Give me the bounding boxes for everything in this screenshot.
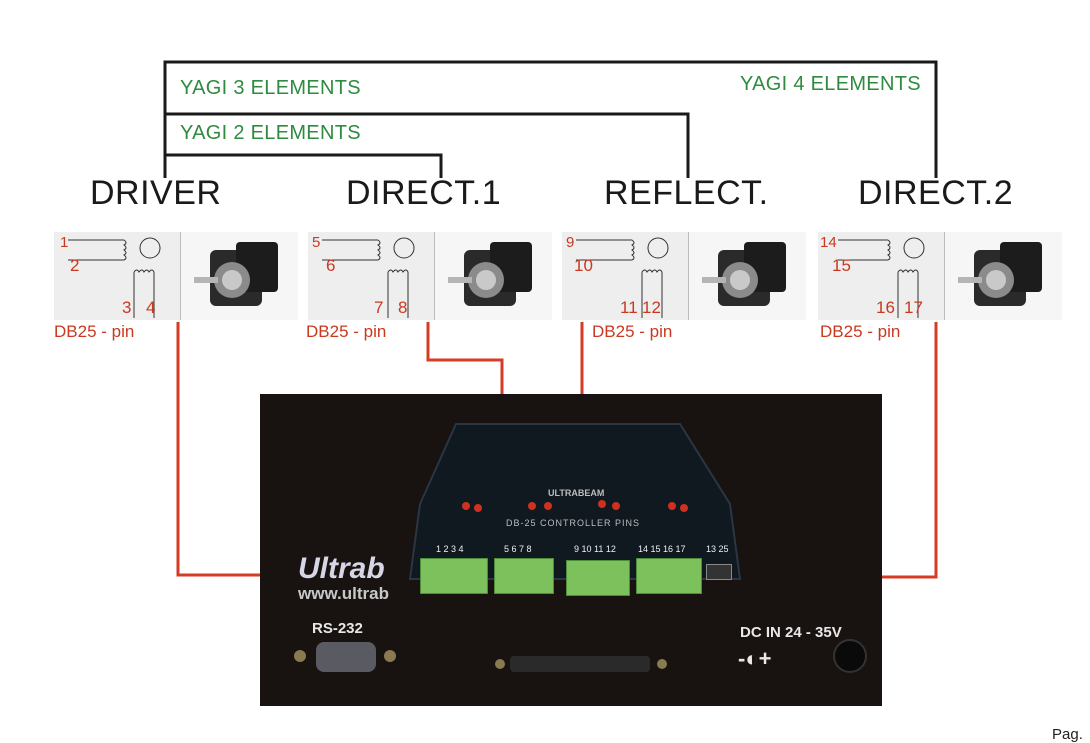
pin-label: 17 bbox=[904, 298, 923, 317]
dc-in-label: DC IN 24 - 35V bbox=[740, 624, 842, 641]
pin-label: 14 bbox=[820, 234, 837, 251]
pin-label: 4 bbox=[146, 298, 156, 317]
motor-name-direct2: DIRECT.2 bbox=[858, 174, 1014, 212]
db25-label-reflect: DB25 - pin bbox=[592, 322, 673, 341]
pin-label: 1 bbox=[60, 234, 69, 251]
pin-label: 15 bbox=[832, 256, 851, 275]
panel-subtitle: DB-25 CONTROLLER PINS bbox=[506, 518, 641, 528]
pin-label: 9 bbox=[566, 234, 575, 251]
brand-url: www.ultrab bbox=[298, 584, 389, 603]
stepper-motor-image bbox=[448, 242, 532, 306]
stepper-motor-image bbox=[194, 242, 278, 306]
pin-label: 7 bbox=[374, 298, 384, 317]
db25-label-direct2: DB25 - pin bbox=[820, 322, 901, 341]
stepper-motor-image bbox=[702, 242, 786, 306]
coil-diagram bbox=[576, 237, 669, 318]
yagi2-bracket bbox=[165, 153, 443, 178]
terminal-block bbox=[420, 558, 488, 594]
pin-label: 3 bbox=[122, 298, 132, 317]
coil-diagram bbox=[68, 237, 161, 318]
coil-diagram bbox=[838, 237, 925, 318]
motor-card-direct2: 14 15 16 17 bbox=[818, 232, 1062, 320]
wiring-schematic: 5 6 7 8 bbox=[308, 232, 435, 320]
wiring-schematic: 14 15 16 17 bbox=[818, 232, 945, 320]
pin-label: 5 bbox=[312, 234, 321, 251]
yagi2-label: YAGI 2 ELEMENTS bbox=[180, 122, 361, 144]
wiring-schematic: 1 2 3 4 bbox=[54, 232, 181, 320]
terminal-numbers: 1 2 3 4 bbox=[436, 544, 464, 554]
yagi3-label: YAGI 3 ELEMENTS bbox=[180, 77, 361, 99]
terminal-block bbox=[636, 558, 702, 594]
stepper-motor-image bbox=[958, 242, 1042, 306]
pin-label: 16 bbox=[876, 298, 895, 317]
pin-label: 10 bbox=[574, 256, 593, 275]
terminal-13-25 bbox=[706, 564, 732, 580]
motor-name-driver: DRIVER bbox=[90, 174, 222, 212]
terminal-numbers: 9 10 11 12 bbox=[574, 544, 616, 554]
pin-label: 2 bbox=[70, 256, 80, 275]
terminal-block bbox=[566, 560, 630, 596]
yagi4-bracket bbox=[163, 60, 938, 178]
pin-label: 11 bbox=[620, 298, 638, 317]
db25-label-direct1: DB25 - pin bbox=[306, 322, 387, 341]
motor-card-direct1: 5 6 7 8 bbox=[308, 232, 552, 320]
motor-card-driver: 1 2 3 4 bbox=[54, 232, 298, 320]
motor-name-direct1: DIRECT.1 bbox=[346, 174, 502, 212]
controller-unit: ULTRABEAM DB-25 CONTROLLER PINS Ultrab w… bbox=[260, 394, 882, 706]
pin-label: 12 bbox=[642, 298, 661, 317]
pin-label: 6 bbox=[326, 256, 336, 275]
page-footer: Pag. bbox=[1052, 726, 1083, 743]
panel-title: ULTRABEAM bbox=[548, 488, 605, 498]
terminal-numbers: 13 25 bbox=[706, 544, 729, 554]
yagi4-label: YAGI 4 ELEMENTS bbox=[740, 73, 921, 95]
motor-card-reflect: 9 10 11 12 bbox=[562, 232, 806, 320]
motor-name-reflect: REFLECT. bbox=[604, 174, 769, 212]
yagi3-bracket bbox=[165, 112, 690, 178]
terminal-block bbox=[494, 558, 554, 594]
pin-label: 8 bbox=[398, 298, 408, 317]
terminal-numbers: 5 6 7 8 bbox=[504, 544, 532, 554]
db25-label-driver: DB25 - pin bbox=[54, 322, 135, 341]
coil-diagram bbox=[322, 237, 415, 318]
controller-housing bbox=[294, 423, 867, 673]
dc-polarity-icon: -◐+ bbox=[738, 646, 772, 671]
wiring-schematic: 9 10 11 12 bbox=[562, 232, 689, 320]
rs232-label: RS-232 bbox=[312, 620, 363, 637]
brand-logo: Ultrab bbox=[298, 552, 385, 585]
terminal-numbers: 14 15 16 17 bbox=[638, 544, 686, 554]
